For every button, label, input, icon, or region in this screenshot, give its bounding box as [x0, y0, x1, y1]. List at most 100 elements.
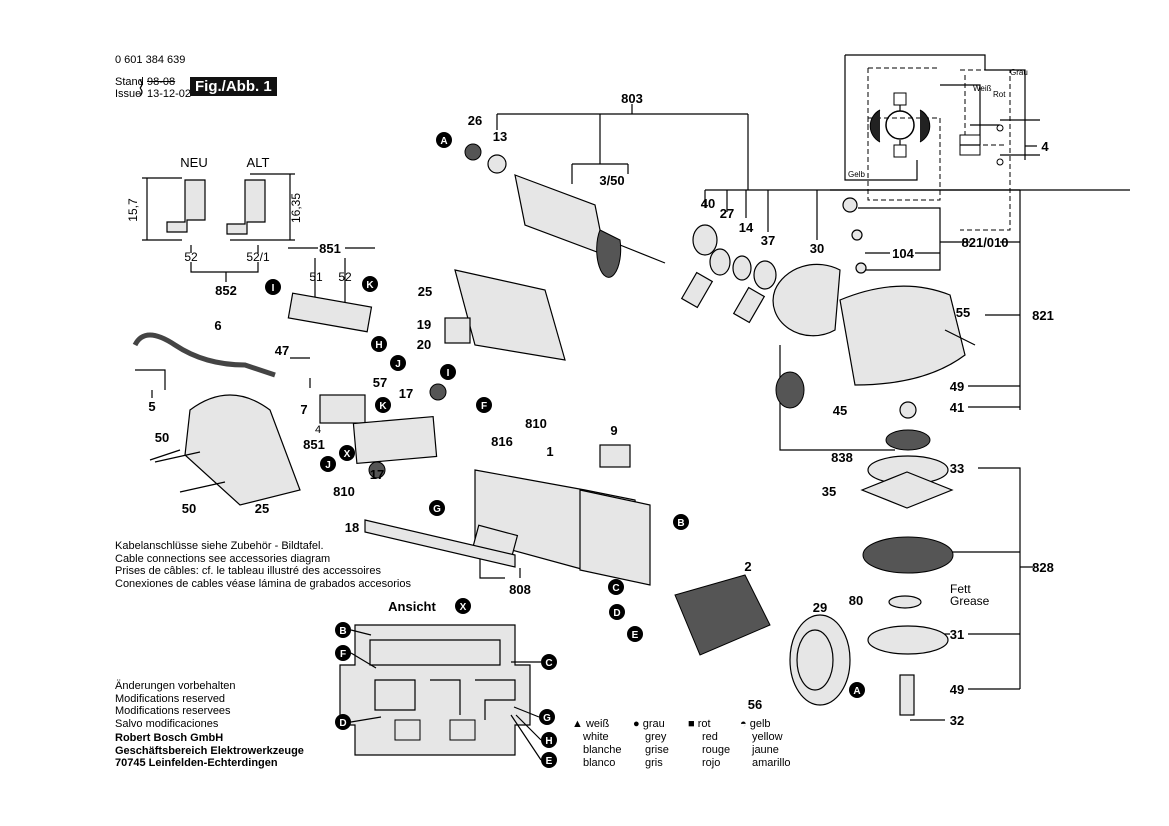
marker-c: C	[541, 654, 557, 670]
part-label: 1	[546, 444, 553, 459]
part-label: 821/010	[962, 235, 1009, 250]
part-label: 52	[184, 250, 198, 264]
part-label: 56	[748, 697, 762, 712]
svg-text:A: A	[853, 686, 860, 697]
wire-weiss-label: Weiß	[973, 84, 992, 93]
part-label: 852	[215, 283, 237, 298]
part-label: 41	[950, 400, 964, 415]
part-label: 838	[831, 450, 853, 465]
company-division: Geschäftsbereich Elektrowerkzeuge	[115, 744, 304, 757]
part-label: 14	[739, 220, 754, 235]
svg-text:F: F	[340, 649, 346, 660]
part-label: 20	[417, 337, 431, 352]
part-label: 33	[950, 461, 964, 476]
marker-f: F	[476, 397, 492, 413]
svg-text:B: B	[677, 518, 684, 529]
note-line: Cable connections see accessories diagra…	[115, 552, 331, 565]
note-line: Modifications reserved	[115, 692, 226, 705]
part-label-4-wiring: 4	[1041, 139, 1049, 154]
part-label: 17	[370, 467, 384, 482]
svg-text:I: I	[447, 368, 450, 379]
part-label: 26	[468, 113, 482, 128]
part-label: 4	[315, 424, 321, 436]
svg-text:H: H	[545, 736, 552, 747]
part-label: 29	[813, 600, 827, 615]
company-name: Robert Bosch GmbH	[115, 732, 224, 744]
connection-markers: A K I H J I F K X J G B C D E A B F C D …	[265, 132, 865, 768]
svg-text:I: I	[272, 283, 275, 294]
svg-text:D: D	[613, 608, 620, 619]
marker-d: D	[609, 604, 625, 620]
svg-text:X: X	[344, 449, 351, 460]
marker-k: K	[375, 397, 391, 413]
svg-text:G: G	[543, 713, 551, 724]
part-label: 55	[956, 305, 970, 320]
part-label: 5	[148, 399, 155, 414]
part-label: 2	[744, 559, 751, 574]
marker-d: D	[335, 714, 351, 730]
part-label: 27	[720, 206, 734, 221]
view-title: Ansicht	[388, 599, 436, 614]
svg-text:J: J	[325, 460, 331, 471]
marker-j: J	[390, 355, 406, 371]
part-label: 851	[319, 241, 341, 256]
part-label: 50	[155, 430, 169, 445]
marker-x: X	[339, 445, 355, 461]
part-label: 821	[1032, 308, 1054, 323]
svg-text:H: H	[375, 340, 382, 351]
svg-text:F: F	[481, 401, 487, 412]
issue-label: Issue	[115, 88, 142, 100]
part-label: 13	[493, 129, 507, 144]
part-label: 3/50	[599, 173, 624, 188]
part-label: 49	[950, 379, 964, 394]
grease-label: Grease	[950, 594, 990, 608]
marker-e: E	[627, 626, 643, 642]
part-label: 816	[491, 434, 513, 449]
figure-badge: Fig./Abb. 1	[190, 77, 277, 96]
part-labels: 803 26 13 3/50 40 27 14 37 30 821/010 10…	[126, 91, 1054, 728]
part-label: 32	[950, 713, 964, 728]
part-label: 47	[275, 343, 289, 358]
view-x-diagram	[339, 624, 542, 761]
part-label: 810	[525, 416, 547, 431]
legend-yellow: ◓ gelb yellow jaune amarillo	[740, 718, 791, 769]
marker-c: C	[608, 579, 624, 595]
part-label: 45	[833, 403, 847, 418]
marker-h: H	[541, 732, 557, 748]
marker-a: A	[849, 682, 865, 698]
svg-text:A: A	[440, 136, 447, 147]
square-icon: ■	[688, 718, 695, 730]
parts	[132, 143, 976, 716]
brace	[139, 79, 143, 97]
marker-g: G	[429, 500, 445, 516]
wire-grau-label: Grau	[1010, 68, 1028, 77]
marker-k: K	[362, 276, 378, 292]
part-label: 80	[849, 593, 863, 608]
svg-text:B: B	[339, 626, 346, 637]
svg-text:C: C	[545, 658, 552, 669]
company-address: 70745 Leinfelden-Echterdingen	[115, 757, 278, 769]
marker-i: I	[265, 279, 281, 295]
circle-icon: ●	[633, 718, 640, 730]
part-label: 810	[333, 484, 355, 499]
marker-b: B	[335, 622, 351, 638]
part-label: 9	[610, 423, 617, 438]
note-line: Modifications reservees	[115, 705, 231, 717]
svg-text:C: C	[612, 583, 619, 594]
svg-text:G: G	[433, 504, 441, 515]
cable-note: Kabelanschlüsse siehe Zubehör - Bildtafe…	[115, 540, 411, 590]
marker-a: A	[436, 132, 452, 148]
note-line: Änderungen vorbehalten	[115, 680, 236, 692]
wire-gelb-label: Gelb	[848, 170, 865, 179]
svg-text:K: K	[379, 401, 387, 412]
part-label: 52	[338, 270, 352, 284]
dimension-label: 15,7	[126, 198, 140, 222]
svg-text:J: J	[395, 359, 401, 370]
alt-label: ALT	[247, 155, 270, 170]
part-label: 40	[701, 196, 715, 211]
part-label: 49	[950, 682, 964, 697]
part-label: 851	[303, 437, 325, 452]
svg-text:E: E	[546, 756, 553, 767]
stand-label: Stand	[115, 76, 144, 88]
marker-j: J	[320, 456, 336, 472]
